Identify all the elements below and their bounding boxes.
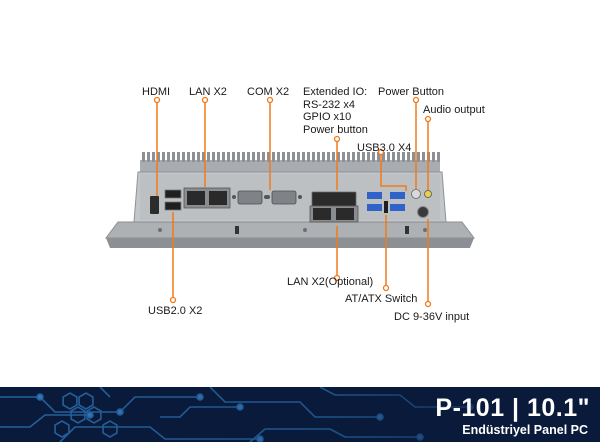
label-lan-x2: LAN X2 (189, 86, 227, 98)
circuit-background (0, 387, 600, 442)
label-at-atx-switch: AT/ATX Switch (345, 293, 418, 305)
label-dc-input: DC 9-36V input (394, 311, 470, 323)
at-atx-switch (384, 201, 388, 213)
product-subtitle: Endüstriyel Panel PC (462, 423, 588, 437)
label-extended-io-line: Power button (303, 123, 368, 136)
label-com-x2: COM X2 (247, 86, 290, 98)
com-ports (232, 190, 302, 205)
label-extended-io: Extended IO: RS-232 x4 GPIO x10 Power bu… (303, 86, 368, 136)
label-extended-io-line: RS-232 x4 (303, 98, 355, 111)
usb30-ports (367, 192, 405, 211)
product-title: P-101 | 10.1" (435, 394, 590, 422)
label-usb20-x2: USB2.0 X2 (148, 305, 203, 317)
label-lan-x2-optional: LAN X2(Optional) (287, 276, 374, 288)
label-hdmi: HDMI (142, 86, 171, 98)
label-extended-io-line: GPIO x10 (303, 111, 352, 123)
extended-io-port (311, 191, 357, 207)
label-audio-output: Audio output (423, 104, 485, 116)
product-banner (0, 387, 600, 442)
callout-dots (153, 96, 432, 308)
audio-jack (424, 190, 432, 198)
device-illustration (105, 96, 475, 308)
label-extended-io-line: Extended IO: (303, 86, 368, 98)
lan-optional-ports (309, 205, 359, 223)
label-power-button: Power Button (378, 86, 445, 98)
lan-ports (183, 187, 231, 209)
label-usb30-x4: USB3.0 X4 (357, 142, 412, 154)
dc-input (417, 206, 429, 218)
power-button (411, 189, 421, 199)
hdmi-port (150, 196, 159, 214)
callout-lines (156, 103, 429, 301)
usb20-ports (164, 189, 182, 211)
heatsink-fins (140, 152, 440, 174)
